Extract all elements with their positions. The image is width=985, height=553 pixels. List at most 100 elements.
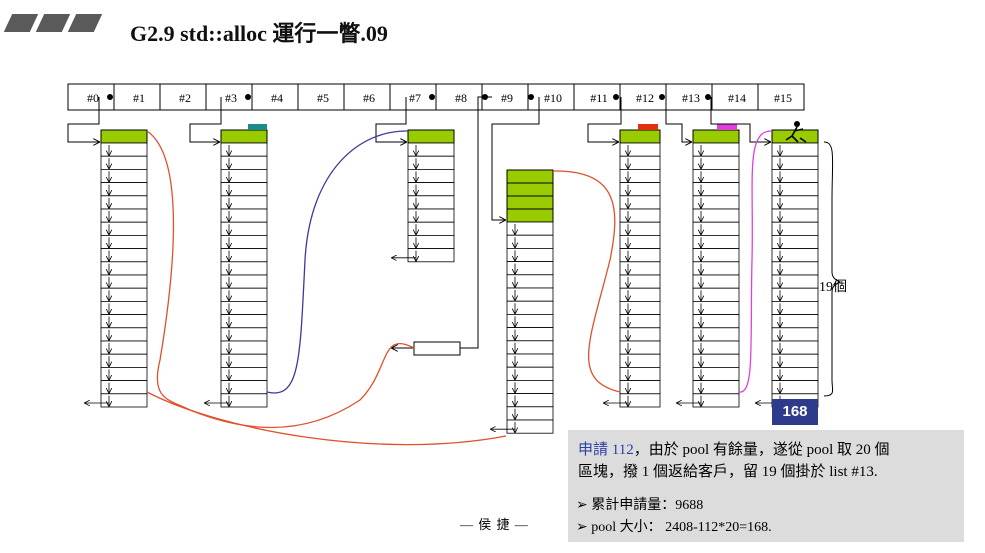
chunk-cell (100, 340, 148, 355)
chunk-cell (100, 314, 148, 329)
chunk-cell (771, 340, 819, 355)
chunk-cell (692, 195, 740, 210)
chunk-cell (771, 221, 819, 236)
chunk-cell (692, 168, 740, 183)
pool-size-badge: 168 (772, 399, 818, 425)
chunk-cell (619, 353, 661, 368)
chunk-cell (506, 327, 554, 342)
slot-cell (619, 83, 667, 111)
chunk-cell (506, 340, 554, 355)
chunk-cell (220, 314, 268, 329)
chunk-cell (771, 234, 819, 249)
curve-0-to-9 (146, 391, 507, 446)
chunk-cell (619, 393, 661, 408)
slot-label: #8 (455, 91, 467, 105)
chunk-cell (771, 142, 819, 157)
chunk-cell (771, 195, 819, 210)
info-line-2: 區塊，撥 1 個返給客戶，留 19 個掛於 list #13. (578, 464, 878, 480)
tab-marker (638, 124, 658, 130)
bullet-arrow-icon: ➢ (576, 520, 592, 535)
slot0-link (67, 97, 99, 142)
chunk-cell (771, 314, 819, 329)
chunk-cell (692, 208, 740, 223)
chunk-cell (220, 155, 268, 170)
chunk-cell (619, 327, 661, 342)
chunk-cell (100, 366, 148, 381)
chunk-cell (692, 142, 740, 157)
chunk-cell (692, 340, 740, 355)
chunk-cell (407, 195, 455, 210)
slot-label: #4 (271, 91, 283, 105)
slot-pointer-dot (613, 94, 619, 100)
chunk-cell (619, 274, 661, 289)
chunk-cell (771, 208, 819, 223)
figure-head (794, 121, 800, 127)
info-bullet-1: ➢ 累計申請量：9688 (576, 498, 704, 513)
chunk-cell (692, 248, 740, 263)
chunk-head (506, 169, 554, 184)
chunk-cell (506, 247, 554, 262)
chunk-cell (100, 221, 148, 236)
chunk-cell (100, 168, 148, 183)
chunk-cell (692, 366, 740, 381)
chunk-cell (619, 195, 661, 210)
slot-cell (573, 83, 621, 111)
chunk-cell (692, 234, 740, 249)
chunk-cell (100, 274, 148, 289)
chunk-cell (506, 234, 554, 249)
chunk-cell (407, 208, 455, 223)
tab-marker (248, 124, 267, 130)
chunk-cell (771, 353, 819, 368)
chunk-cell (220, 221, 268, 236)
chunk-cell (100, 155, 148, 170)
chunk-cell (692, 274, 740, 289)
chunk-cell (100, 300, 148, 315)
chunk-cell (619, 182, 661, 197)
chunk-cell (692, 261, 740, 276)
title-bar: G2.9 std::alloc 運行一瞥.09 (0, 10, 985, 46)
chunk-cell (220, 340, 268, 355)
chunk-head (407, 129, 455, 144)
chain-list-9 (491, 169, 554, 434)
slot-label: #5 (317, 91, 329, 105)
chunk-head (506, 195, 554, 210)
chunk-cell (506, 406, 554, 421)
chunk-cell (100, 353, 148, 368)
chunk-cell (100, 380, 148, 395)
chunk-cell (692, 314, 740, 329)
slot-label: #2 (179, 91, 191, 105)
chunk-cell (506, 300, 554, 315)
chunk-cell (771, 182, 819, 197)
chunk-cell (220, 353, 268, 368)
chunk-cell (220, 300, 268, 315)
slot-label: #9 (501, 91, 513, 105)
count-label: 19個 (819, 280, 847, 295)
author-footer: — 侯 捷 — (460, 517, 529, 532)
runner-figure-icon (785, 121, 807, 143)
slot11-link (587, 97, 622, 142)
chunk-cell (506, 366, 554, 381)
slot10-link (491, 97, 540, 220)
info-line-1: 申請 112，由於 pool 有餘量，遂從 pool 取 20 個 (578, 438, 890, 459)
chunk-cell (771, 287, 819, 302)
slot-label: #6 (363, 91, 375, 105)
chunk-cell (100, 261, 148, 276)
chunk-cell (220, 208, 268, 223)
chunk-cell (619, 142, 661, 157)
chunk-cell (771, 261, 819, 276)
chunk-cell (100, 327, 148, 342)
slot7-link (375, 97, 406, 142)
slot-label: #12 (636, 91, 654, 105)
chunk-cell (506, 353, 554, 368)
chunk-cell (506, 379, 554, 394)
chunk-cell (619, 221, 661, 236)
slot-label: #14 (728, 91, 746, 105)
chunk-cell (220, 366, 268, 381)
slot-cell (435, 83, 483, 111)
chunk-cell (619, 314, 661, 329)
chunk-cell (692, 155, 740, 170)
slot-pointer-dot (528, 94, 534, 100)
chunk-cell (619, 340, 661, 355)
chunk-cell (506, 221, 554, 236)
chain-list-7 (392, 129, 455, 263)
